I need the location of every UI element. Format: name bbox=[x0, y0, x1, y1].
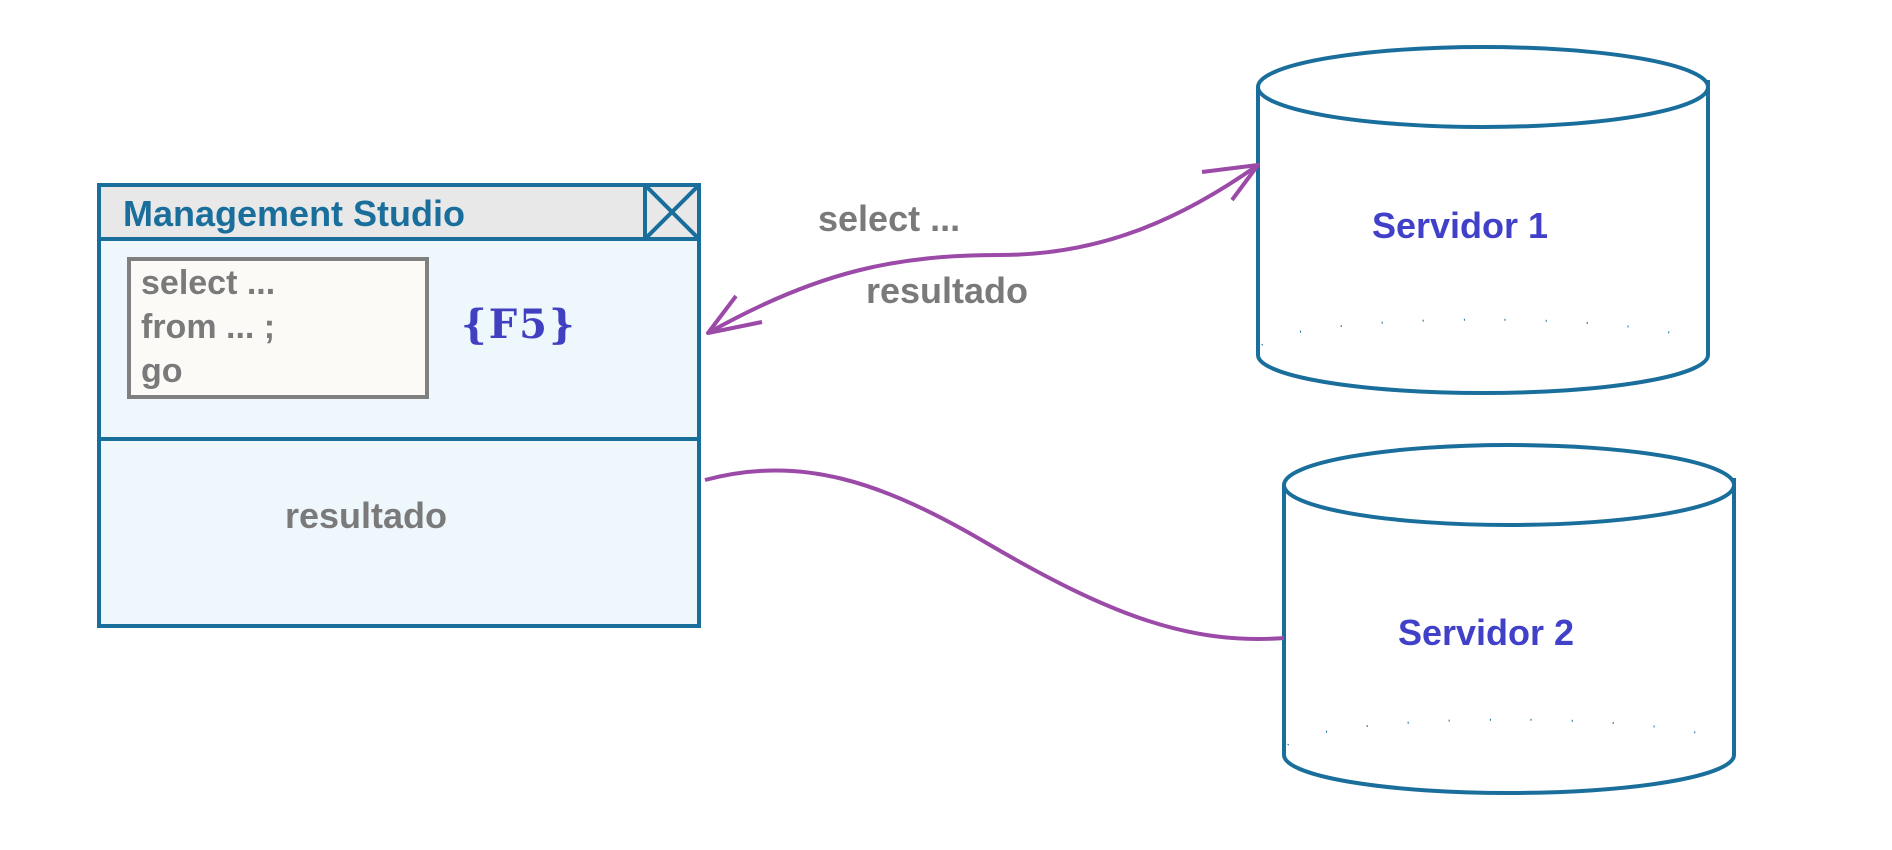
request-label: select ... bbox=[818, 198, 961, 239]
request-response-connector bbox=[707, 163, 1260, 335]
result-pane: resultado bbox=[101, 441, 697, 624]
server2-cylinder bbox=[1282, 443, 1736, 795]
result-pane-label: resultado bbox=[284, 495, 448, 536]
server1-label: Servidor 1 bbox=[1371, 205, 1549, 246]
query-line: go bbox=[141, 352, 183, 390]
close-button[interactable] bbox=[643, 183, 701, 241]
arrowhead-server1-icon bbox=[1201, 163, 1260, 202]
execute-shortcut-label: {F5} bbox=[461, 301, 577, 348]
window-title: Management Studio bbox=[123, 193, 466, 234]
query-editor[interactable]: select ... from ... ; go bbox=[127, 257, 429, 399]
response-label: resultado bbox=[866, 270, 1029, 311]
close-x-icon bbox=[647, 187, 697, 237]
query-line: select ... bbox=[141, 264, 276, 302]
query-pane: select ... from ... ; go {F5} bbox=[101, 241, 697, 441]
server2-connector bbox=[704, 468, 1285, 641]
query-line: from ... ; bbox=[141, 308, 276, 346]
window-titlebar: Management Studio bbox=[101, 183, 701, 241]
management-studio-window: Management Studio select ... from ... ; … bbox=[97, 183, 701, 628]
server2-label: Servidor 2 bbox=[1397, 612, 1575, 653]
arrowhead-window-icon bbox=[706, 294, 763, 335]
server1-cylinder bbox=[1256, 45, 1710, 395]
